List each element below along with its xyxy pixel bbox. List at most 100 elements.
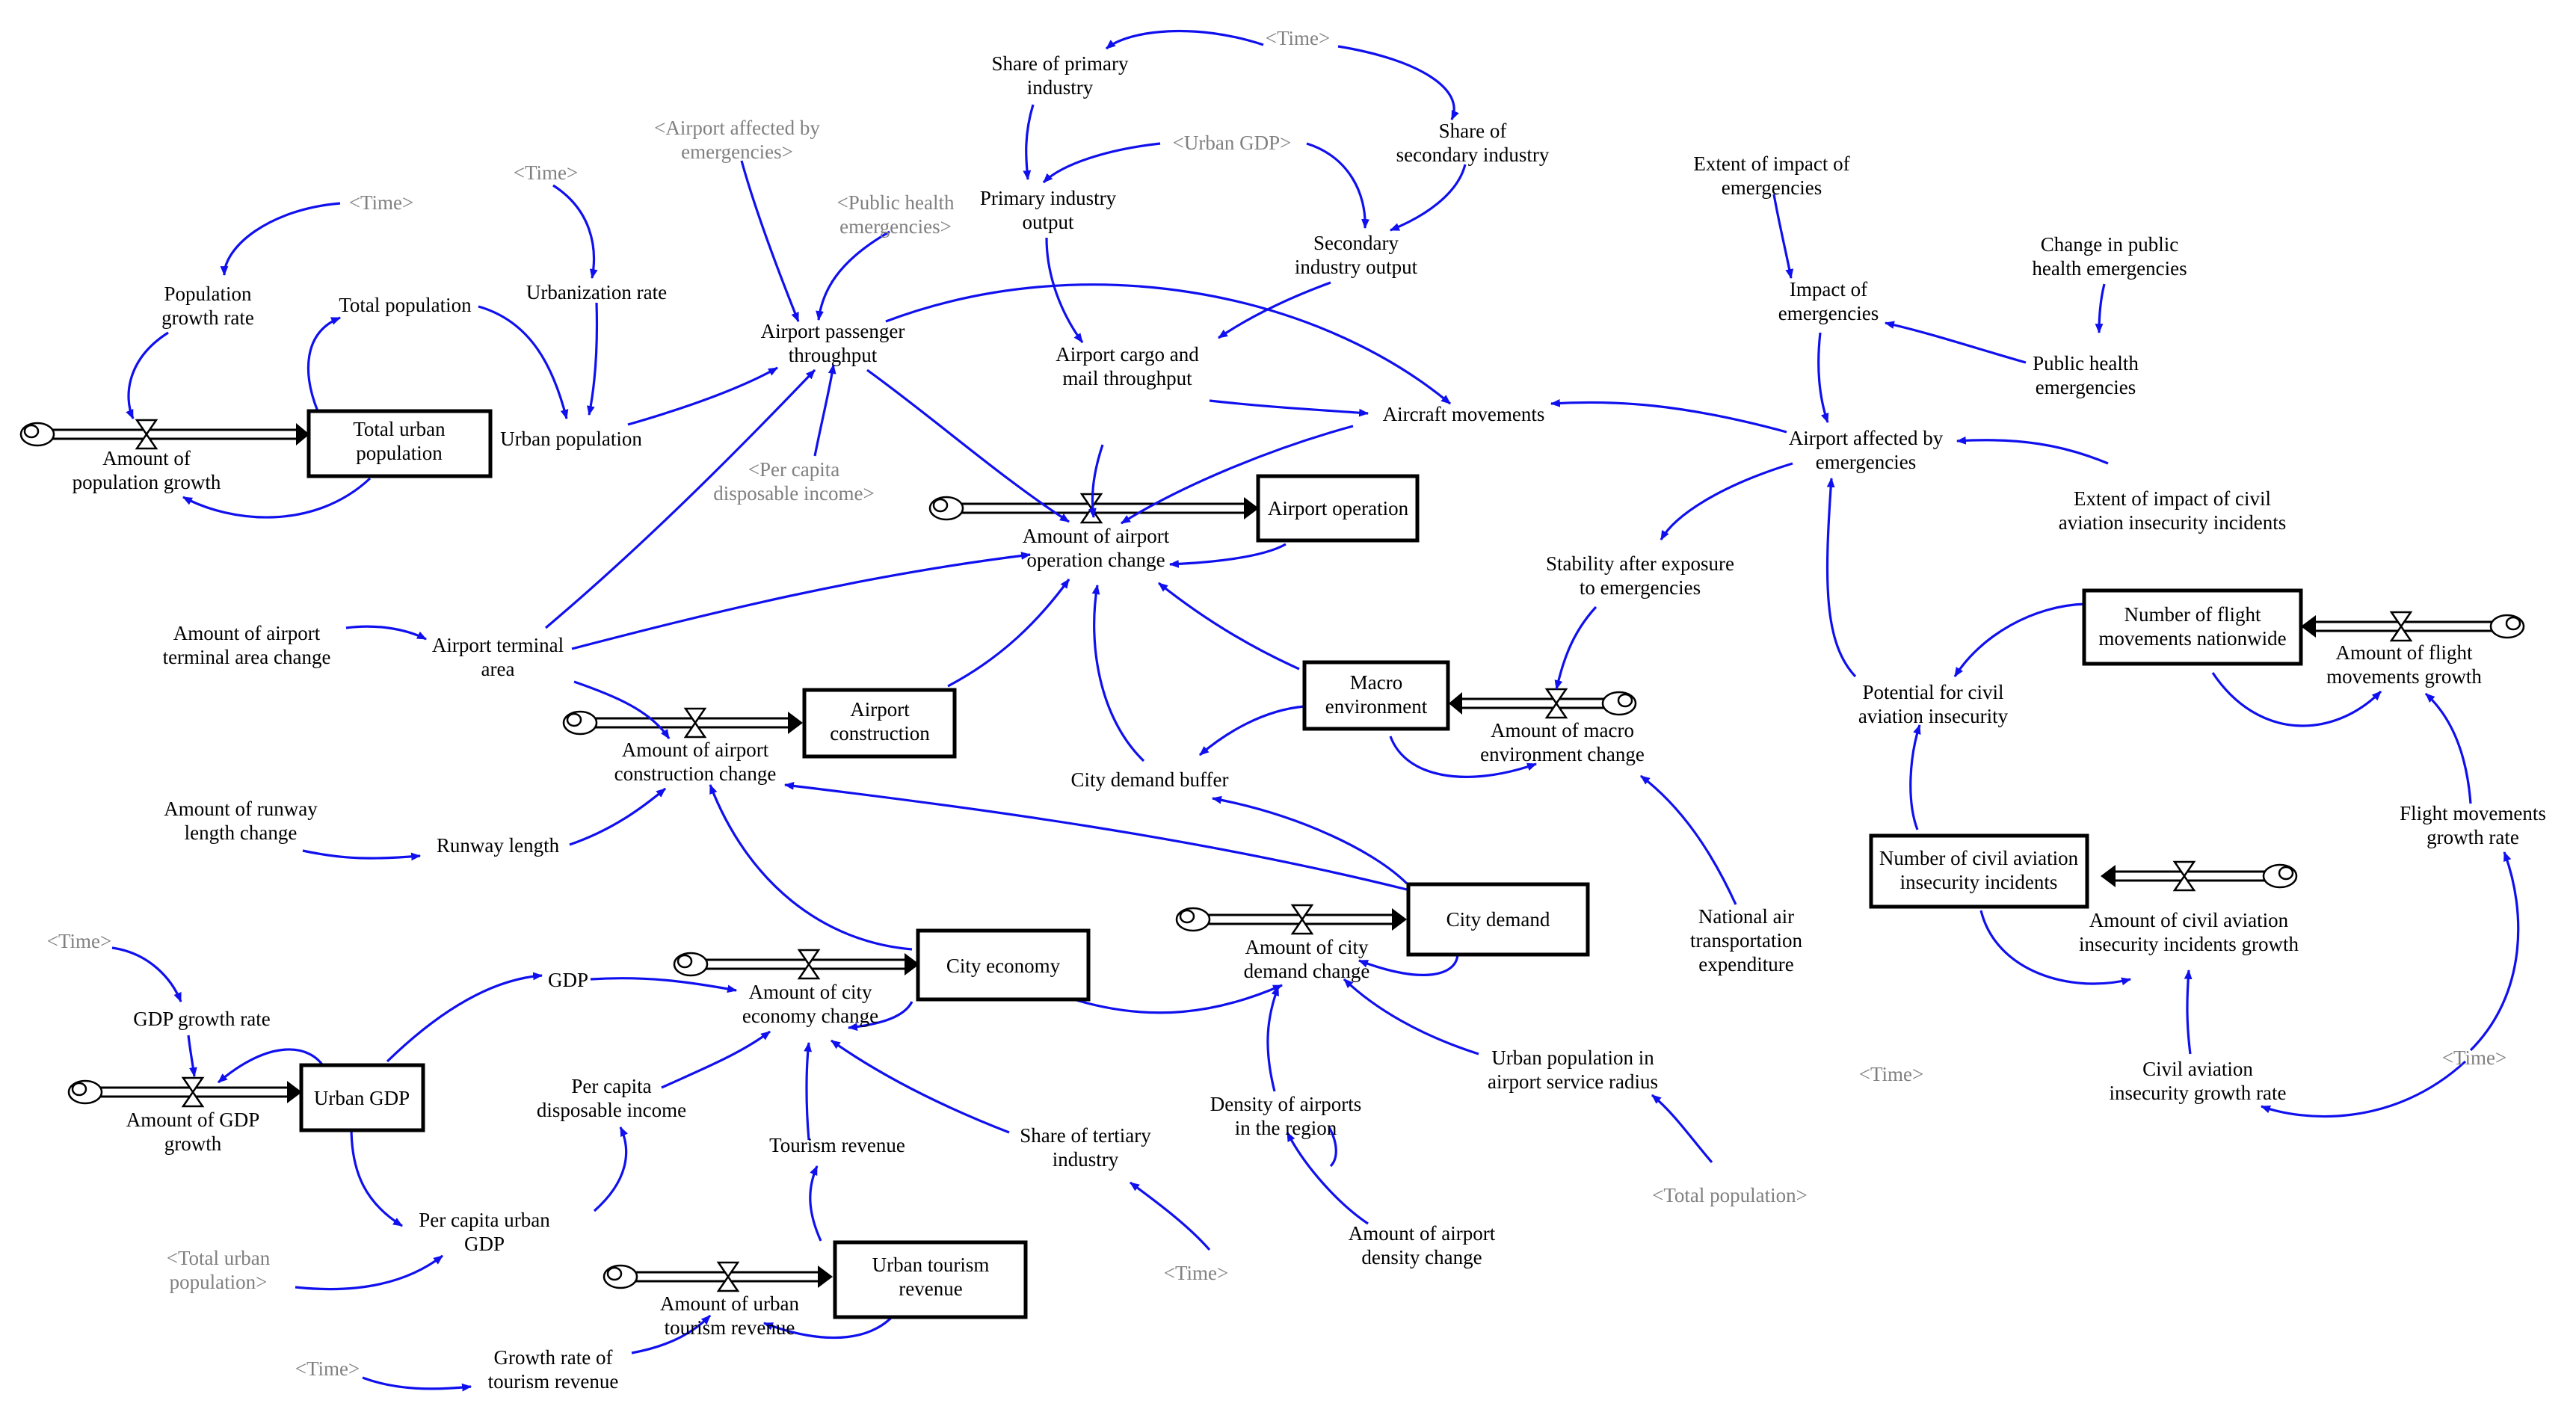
- shadow-time-flight: <Time>: [2442, 1046, 2506, 1069]
- shadow-time-tourism: <Time>: [295, 1357, 360, 1380]
- stock-number-of-civil-aviation-incidents-box: [1869, 833, 2089, 909]
- stock-total-urban-population-box: [306, 409, 493, 478]
- cloud-icon: [928, 496, 964, 521]
- stock-airport-operation: Airport operation: [1268, 497, 1409, 520]
- valve-icon: [1290, 904, 1314, 935]
- cloud-icon: [673, 952, 709, 977]
- shadow-time-gdp: <Time>: [47, 930, 111, 952]
- var-runway-length: Runway length: [437, 834, 560, 857]
- var-city-demand-buffer: City demand buffer: [1071, 768, 1229, 791]
- var-urban-population: Urban population: [500, 428, 642, 450]
- shadow-urban-gdp: <Urban GDP>: [1173, 132, 1292, 154]
- stock-urban-tourism-revenue-box: [833, 1240, 1028, 1319]
- shadow-time-urbanization: <Time>: [514, 161, 578, 184]
- cloud-icon: [2489, 614, 2525, 639]
- cloud-icon: [603, 1264, 638, 1289]
- source-clouds: [19, 422, 2525, 1289]
- valve-icon: [2172, 860, 2196, 892]
- valve-icon: [135, 419, 158, 450]
- causal-links: [111, 29, 2520, 1392]
- stock-city-demand-box: [1406, 882, 1590, 957]
- shadow-time-expenditure: <Time>: [1859, 1063, 1923, 1085]
- stock-number-of-flight-movements-box: [2082, 588, 2303, 666]
- shadow-time-tertiary: <Time>: [1164, 1262, 1228, 1284]
- valve-icon: [1544, 688, 1568, 719]
- valve-icon: [716, 1261, 740, 1292]
- shadow-total-population: <Total population>: [1652, 1184, 1808, 1206]
- cloud-icon: [1601, 691, 1637, 716]
- var-gdp: GDP: [548, 969, 588, 991]
- stock-city-economy-box: [916, 928, 1091, 1002]
- var-urbanization-rate: Urbanization rate: [526, 281, 667, 303]
- var-gdp-growth-rate: GDP growth rate: [133, 1008, 270, 1030]
- shadow-time-top: <Time>: [1266, 27, 1330, 49]
- valve-icon: [797, 949, 821, 980]
- stock-macro-environment-box: [1302, 660, 1450, 731]
- stock-urban-gdp: Urban GDP: [314, 1087, 410, 1109]
- shadow-time-population: <Time>: [349, 191, 413, 214]
- stock-city-economy: City economy: [946, 955, 1061, 977]
- valve-icon: [683, 707, 707, 739]
- cloud-icon: [562, 710, 598, 736]
- var-total-population: Total population: [339, 294, 472, 316]
- stock-airport-construction-box: [802, 688, 957, 759]
- cloud-icon: [2262, 863, 2298, 889]
- cloud-icon: [1175, 907, 1211, 932]
- valve-icon: [181, 1076, 205, 1108]
- var-aircraft-movements: Aircraft movements: [1383, 403, 1545, 425]
- stock-city-demand: City demand: [1446, 908, 1550, 931]
- cloud-icon: [67, 1079, 103, 1105]
- var-tourism-revenue: Tourism revenue: [769, 1134, 905, 1156]
